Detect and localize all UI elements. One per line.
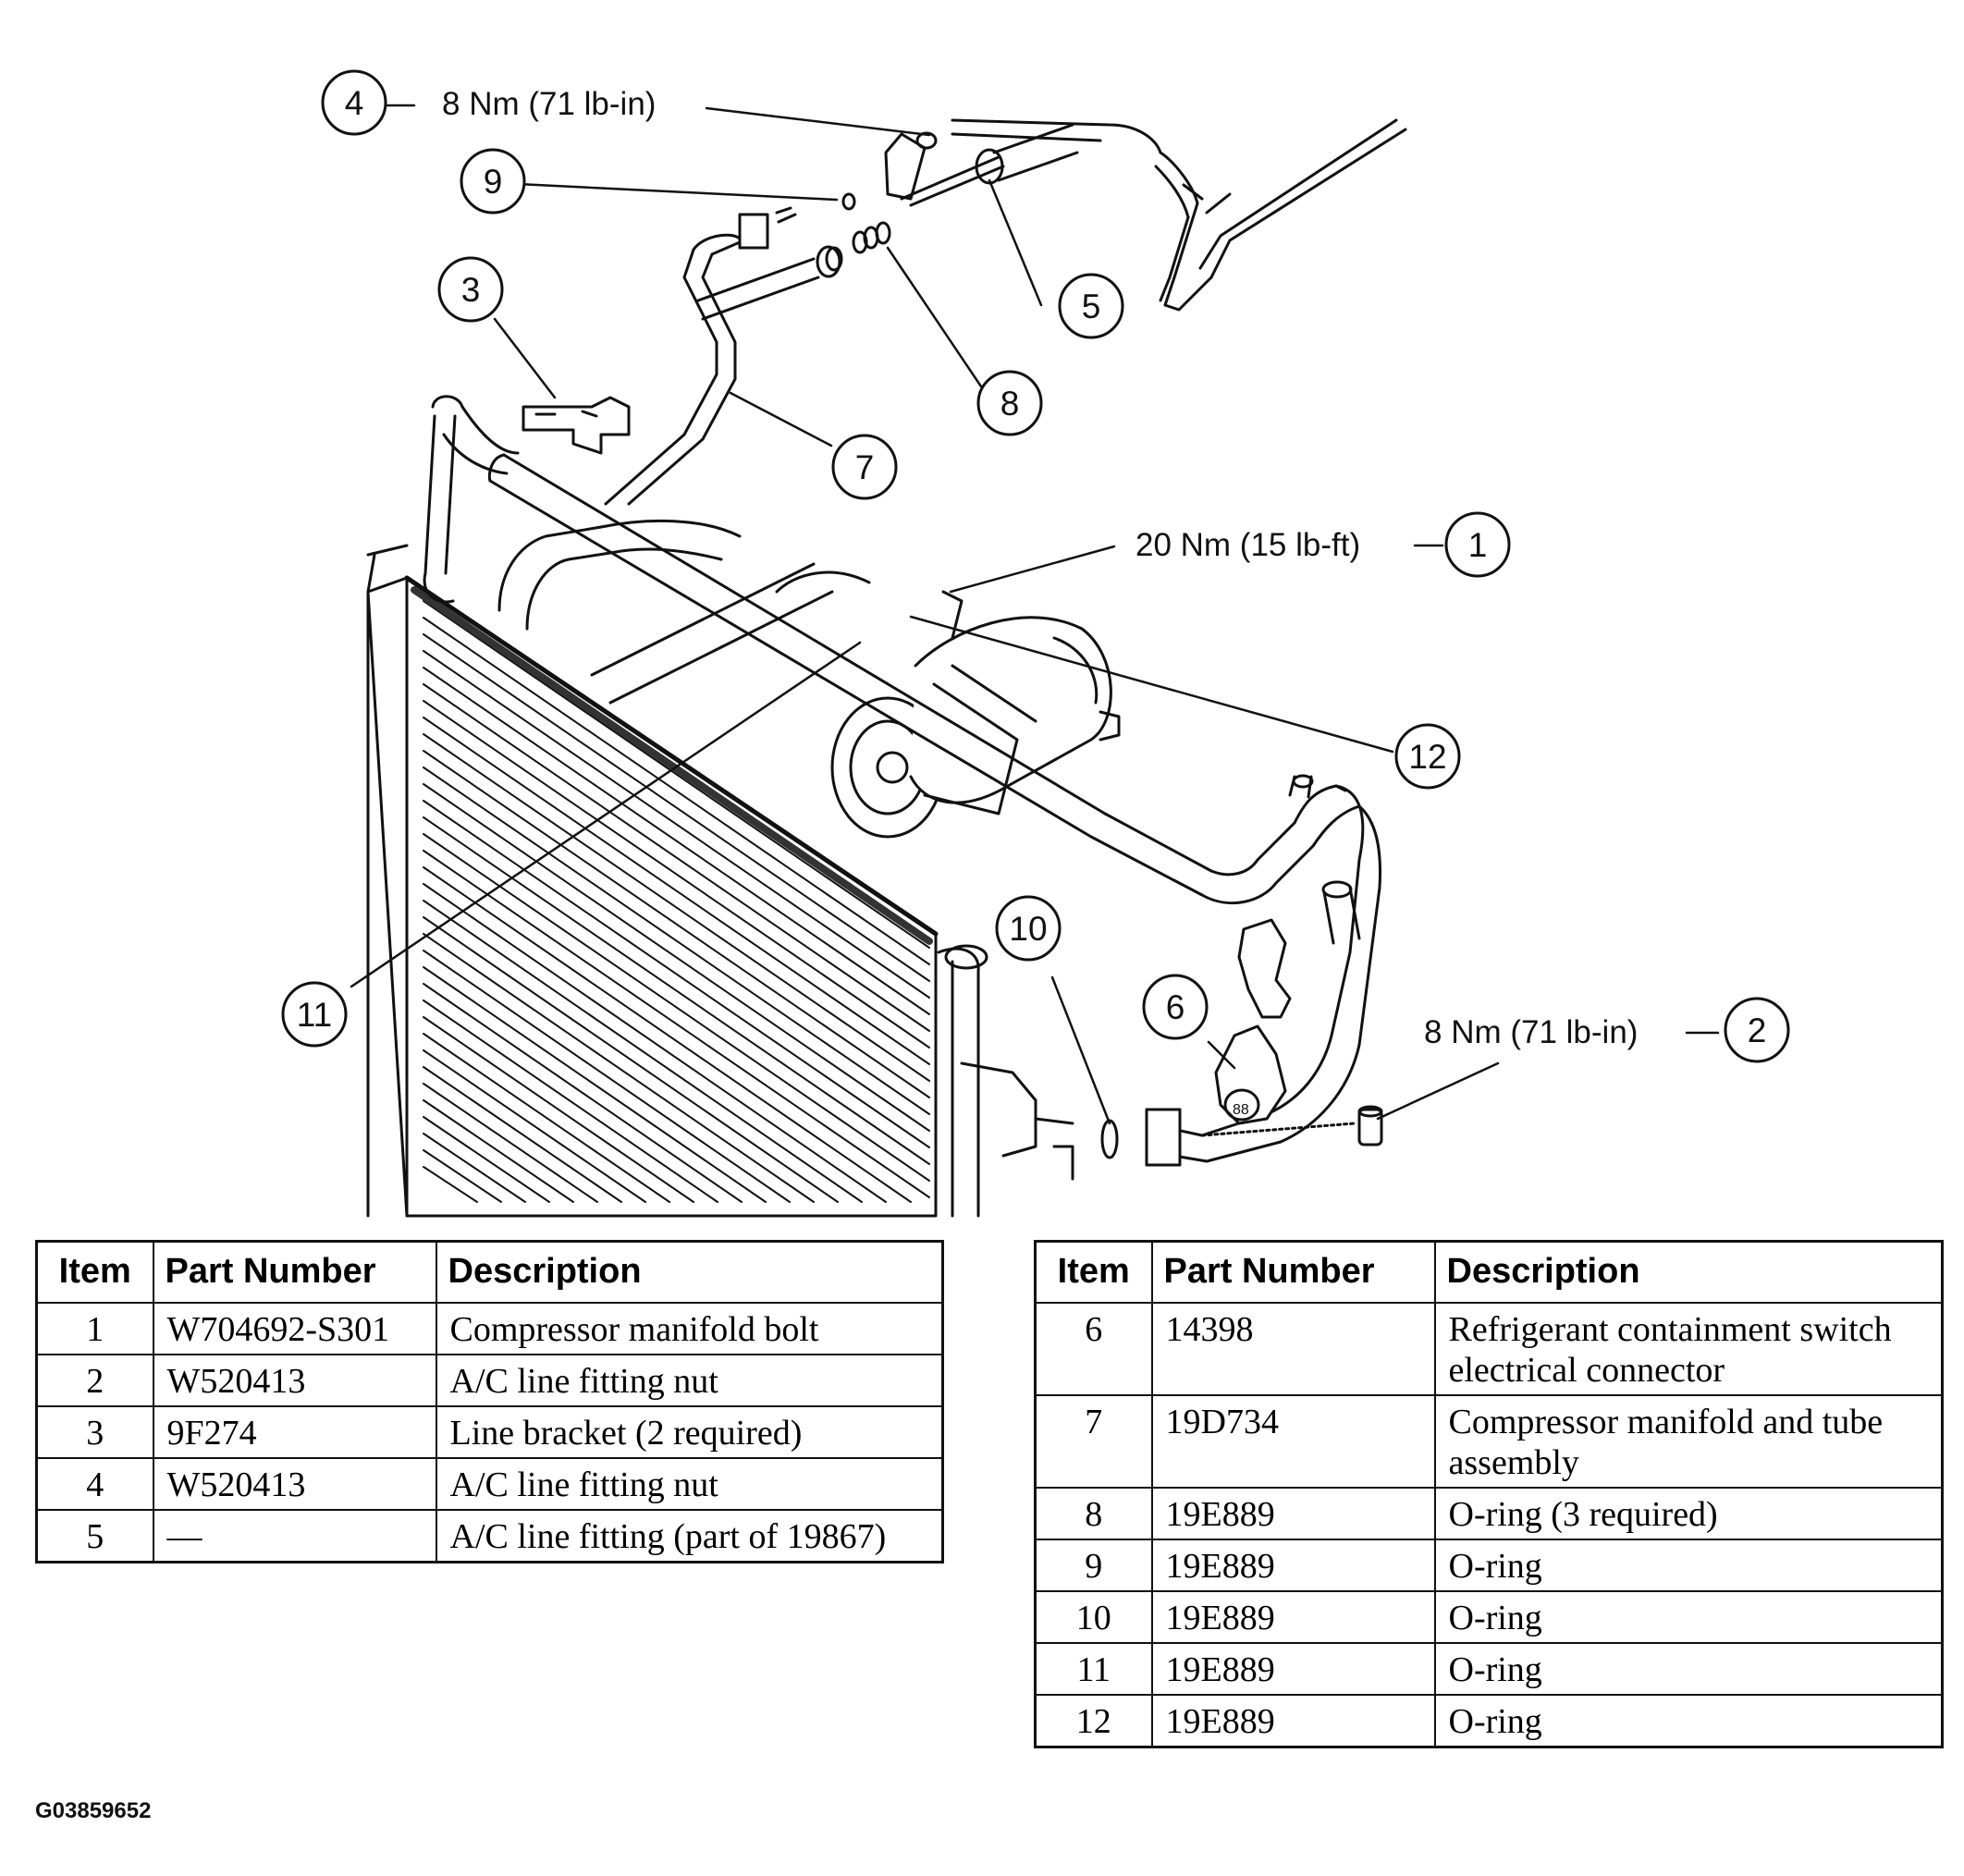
cell-part-number: 19E889	[1150, 1590, 1436, 1644]
cell-part-number: 9F274	[152, 1405, 437, 1459]
callout-circle-10	[995, 895, 1062, 962]
cell-part-number: 19E889	[1150, 1539, 1436, 1592]
cell-description: A/C line fitting nut	[435, 1354, 944, 1407]
bottom-fittings	[1100, 1105, 1383, 1159]
cell-item: 10	[1034, 1590, 1153, 1644]
callout-circle-12	[1394, 723, 1461, 790]
cell-item: 3	[35, 1405, 154, 1459]
line-bracket-illustration	[522, 396, 631, 455]
table-row: 5 — A/C line fitting (part of 19867)	[35, 1509, 944, 1563]
callout-circle-5	[1058, 273, 1124, 339]
cell-item: 8	[1034, 1487, 1153, 1540]
callout-circle-7	[831, 434, 898, 500]
cell-description: O-ring	[1433, 1539, 1944, 1592]
callout-10: 10	[1009, 910, 1047, 948]
cell-description: A/C line fitting nut	[435, 1457, 944, 1511]
table-row: 11 19E889 O-ring	[1034, 1642, 1944, 1696]
callout-circle-3	[437, 256, 504, 323]
callout-circle-9	[460, 148, 526, 215]
callout-2: 2	[1748, 1012, 1767, 1049]
cell-item: 11	[1034, 1642, 1153, 1696]
table-row: 9 19E889 O-ring	[1034, 1539, 1944, 1592]
callout-7: 7	[855, 448, 875, 486]
svg-text:88: 88	[1233, 1102, 1249, 1118]
header-part-number: Part Number	[152, 1240, 437, 1304]
cell-description: A/C line fitting (part of 19867)	[435, 1509, 944, 1563]
cell-description: O-ring (3 required)	[1433, 1487, 1944, 1540]
manifold-fittings	[775, 118, 1407, 312]
callout-9: 9	[484, 163, 503, 201]
ac-line-diagram: 88	[281, 69, 1790, 1218]
header-description: Description	[435, 1240, 944, 1304]
callout-12: 12	[1408, 738, 1446, 776]
leader-lines	[350, 104, 1720, 1125]
condenser-illustration	[366, 544, 1074, 1218]
cell-description: O-ring	[1433, 1590, 1944, 1644]
figure-id: G03859652	[35, 1798, 152, 1823]
torque-spec-4: 8 Nm (71 lb-in)	[442, 86, 656, 122]
callout-6: 6	[1166, 988, 1185, 1026]
torque-spec-1: 20 Nm (15 lb-ft)	[1135, 527, 1360, 563]
table-row: 12 19E889 O-ring	[1034, 1694, 1944, 1748]
table-row: 10 19E889 O-ring	[1034, 1590, 1944, 1644]
callout-3: 3	[461, 271, 481, 309]
torque-spec-2: 8 Nm (71 lb-in)	[1424, 1014, 1638, 1050]
cell-description: O-ring	[1433, 1694, 1944, 1748]
callout-circles	[281, 69, 1790, 1063]
cell-item: 12	[1034, 1694, 1153, 1748]
parts-table-right: Item Part Number Description 6 14398 Ref…	[1034, 1240, 1944, 1748]
table-header-row: Item Part Number Description	[35, 1240, 944, 1304]
callout-8: 8	[1000, 385, 1020, 423]
callout-circle-6	[1142, 974, 1209, 1040]
compressor-illustration	[830, 590, 1121, 839]
table-row: 3 9F274 Line bracket (2 required)	[35, 1405, 944, 1459]
cell-description: Line bracket (2 required)	[435, 1405, 944, 1459]
callout-1: 1	[1468, 526, 1488, 564]
cell-item: 7	[1034, 1394, 1153, 1489]
cell-part-number: 19E889	[1150, 1642, 1436, 1696]
cell-item: 1	[35, 1302, 154, 1355]
cell-item: 4	[35, 1457, 154, 1511]
header-item: Item	[35, 1240, 154, 1304]
table-row: 4 W520413 A/C line fitting nut	[35, 1457, 944, 1511]
callout-circle-4	[321, 69, 387, 136]
cell-part-number: 19E889	[1150, 1694, 1436, 1748]
callout-11: 11	[297, 996, 332, 1034]
header-item: Item	[1034, 1240, 1153, 1304]
compressor-manifold-tube	[423, 213, 1382, 1167]
cell-description: Compressor manifold and tube assembly	[1433, 1394, 1944, 1489]
callout-4: 4	[345, 84, 364, 122]
electrical-connector-illustration: 88	[1214, 918, 1292, 1125]
cell-part-number: —	[152, 1509, 437, 1563]
table-row: 1 W704692-S301 Compressor manifold bolt	[35, 1302, 944, 1355]
callout-circle-2	[1724, 997, 1790, 1063]
cell-part-number: W704692-S301	[152, 1302, 437, 1355]
cell-part-number: 19E889	[1150, 1487, 1436, 1540]
cell-part-number: 19D734	[1150, 1394, 1436, 1489]
table-header-row: Item Part Number Description	[1034, 1240, 1944, 1304]
cell-item: 6	[1034, 1302, 1153, 1396]
cell-description: O-ring	[1433, 1642, 1944, 1696]
cell-part-number: W520413	[152, 1354, 437, 1407]
cell-description: Compressor manifold bolt	[435, 1302, 944, 1355]
callout-circle-1	[1444, 511, 1511, 578]
table-row: 6 14398 Refrigerant containment switch e…	[1034, 1302, 1944, 1396]
table-row: 2 W520413 A/C line fitting nut	[35, 1354, 944, 1407]
callout-circle-8	[976, 370, 1043, 436]
cell-item: 9	[1034, 1539, 1153, 1592]
cell-item: 2	[35, 1354, 154, 1407]
header-description: Description	[1433, 1240, 1944, 1304]
header-part-number: Part Number	[1150, 1240, 1436, 1304]
cell-description: Refrigerant containment switch electrica…	[1433, 1302, 1944, 1396]
table-row: 8 19E889 O-ring (3 required)	[1034, 1487, 1944, 1540]
cell-item: 5	[35, 1509, 154, 1563]
parts-table-left: Item Part Number Description 1 W704692-S…	[35, 1240, 944, 1563]
callout-circle-11	[281, 981, 348, 1048]
table-row: 7 19D734 Compressor manifold and tube as…	[1034, 1394, 1944, 1489]
cell-part-number: 14398	[1150, 1302, 1436, 1396]
cell-part-number: W520413	[152, 1457, 437, 1511]
callout-5: 5	[1082, 288, 1101, 325]
